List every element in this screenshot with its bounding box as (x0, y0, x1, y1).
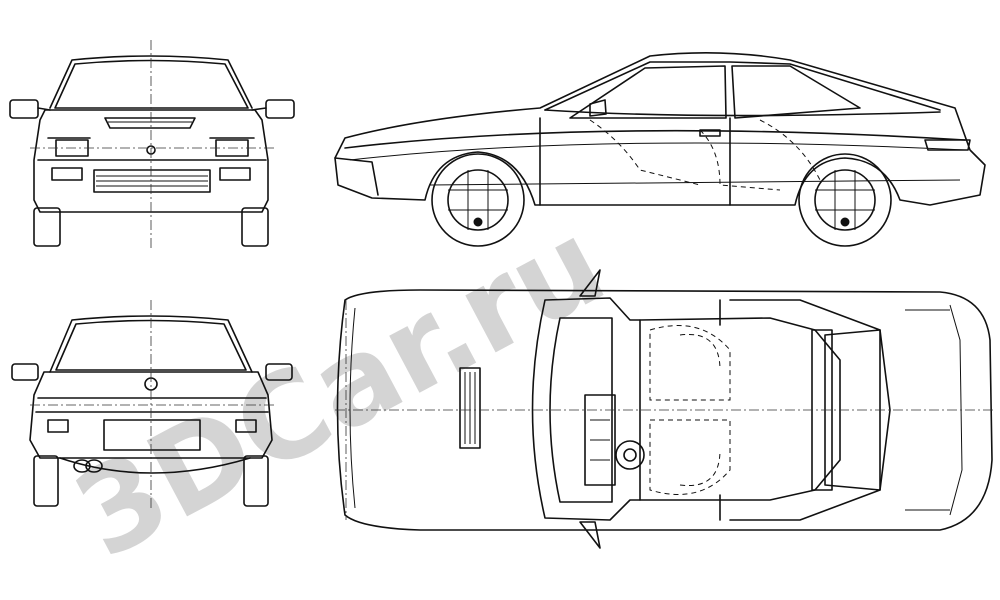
rear-view (11, 300, 293, 510)
watermark-text: 3DCar.ru (53, 193, 625, 585)
side-view (334, 52, 986, 247)
top-view (335, 269, 995, 549)
front-view (9, 40, 295, 250)
